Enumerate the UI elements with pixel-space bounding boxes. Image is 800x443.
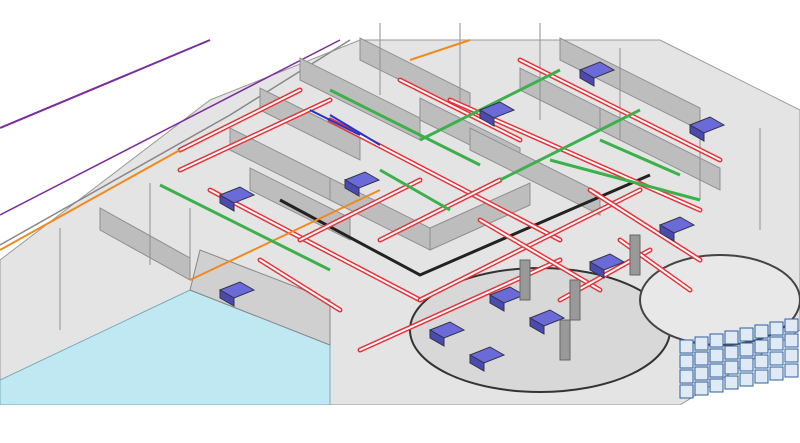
- window-pane: [724, 375, 739, 390]
- blue-pipe: [309, 109, 361, 136]
- window-pane: [754, 324, 769, 339]
- green-pipe: [419, 68, 561, 142]
- window-pane: [739, 357, 754, 372]
- hvac-units: [218, 61, 726, 372]
- window-pane: [709, 348, 724, 363]
- hvac-unit-side: [579, 69, 595, 87]
- blue-pipe: [329, 114, 381, 146]
- window-pane: [784, 318, 799, 333]
- window-grid: [679, 318, 799, 399]
- partition-wall: [429, 182, 531, 251]
- duct-run-inner: [589, 189, 701, 261]
- hvac-unit-side: [429, 329, 445, 347]
- window-pane: [784, 333, 799, 348]
- window-pane: [784, 363, 799, 378]
- green-pipe: [499, 108, 641, 182]
- hvac-unit-side: [219, 289, 235, 307]
- partition-wall: [469, 127, 601, 216]
- pool-wall: [189, 249, 331, 346]
- pool: [0, 289, 331, 406]
- window-pane: [769, 351, 784, 366]
- duct-run-inner: [299, 179, 421, 241]
- duct-run-inner: [329, 119, 561, 241]
- hvac-unit-side: [479, 109, 495, 127]
- window-pane: [694, 336, 709, 351]
- window-pane: [709, 363, 724, 378]
- duct-run-inner: [259, 259, 341, 311]
- partition-wall: [599, 107, 721, 191]
- window-pane: [679, 369, 694, 384]
- duct-run-inner: [379, 179, 501, 241]
- hvac-unit-side: [689, 124, 705, 142]
- duct-run-inner: [209, 189, 421, 301]
- window-pane: [724, 360, 739, 375]
- window-pane: [754, 339, 769, 354]
- column: [629, 234, 641, 276]
- roof-edge-purple: [0, 39, 211, 129]
- window-pane: [739, 372, 754, 387]
- roof-edge-purple-2: [0, 39, 341, 216]
- window-pane: [754, 369, 769, 384]
- window-pane: [709, 378, 724, 393]
- window-pane: [739, 342, 754, 357]
- green-pipe: [379, 168, 451, 212]
- window-pane: [679, 339, 694, 354]
- hvac-unit-side: [489, 294, 505, 312]
- column: [569, 279, 581, 321]
- window-pane: [694, 381, 709, 396]
- bottom-margin: [0, 405, 800, 443]
- window-pane: [694, 351, 709, 366]
- hvac-unit-side: [529, 317, 545, 335]
- green-pipe: [549, 158, 701, 202]
- window-pane: [724, 330, 739, 345]
- duct-run-inner: [179, 89, 301, 151]
- hvac-unit-side: [469, 354, 485, 372]
- column: [559, 319, 571, 361]
- hvac-unit-side: [589, 261, 605, 279]
- window-pane: [679, 384, 694, 399]
- window-pane: [739, 327, 754, 342]
- walls: [59, 23, 761, 330]
- column: [519, 259, 531, 301]
- partition-wall: [249, 167, 351, 241]
- duct-run-inner: [179, 99, 331, 171]
- window-pane: [679, 354, 694, 369]
- green-pipe: [159, 183, 331, 272]
- orange-pipe: [409, 39, 471, 61]
- window-pane: [769, 336, 784, 351]
- hvac-unit-side: [659, 224, 675, 242]
- duct-run-inner: [419, 189, 641, 301]
- window-pane: [694, 366, 709, 381]
- window-pane: [769, 366, 784, 381]
- green-pipe: [599, 138, 681, 177]
- pipes: [159, 68, 701, 272]
- duct-run-inner: [399, 79, 521, 141]
- window-pane: [784, 348, 799, 363]
- green-pipe: [329, 88, 481, 167]
- hvac-unit-side: [344, 179, 360, 197]
- duct-run-inner: [479, 219, 601, 291]
- window-pane: [709, 333, 724, 348]
- orange-pipe: [189, 189, 381, 281]
- orange-pipe: [0, 149, 181, 251]
- duct-run-inner: [519, 59, 721, 161]
- hvac-unit-side: [219, 194, 235, 212]
- window-pane: [754, 354, 769, 369]
- window-pane: [769, 321, 784, 336]
- window-pane: [724, 345, 739, 360]
